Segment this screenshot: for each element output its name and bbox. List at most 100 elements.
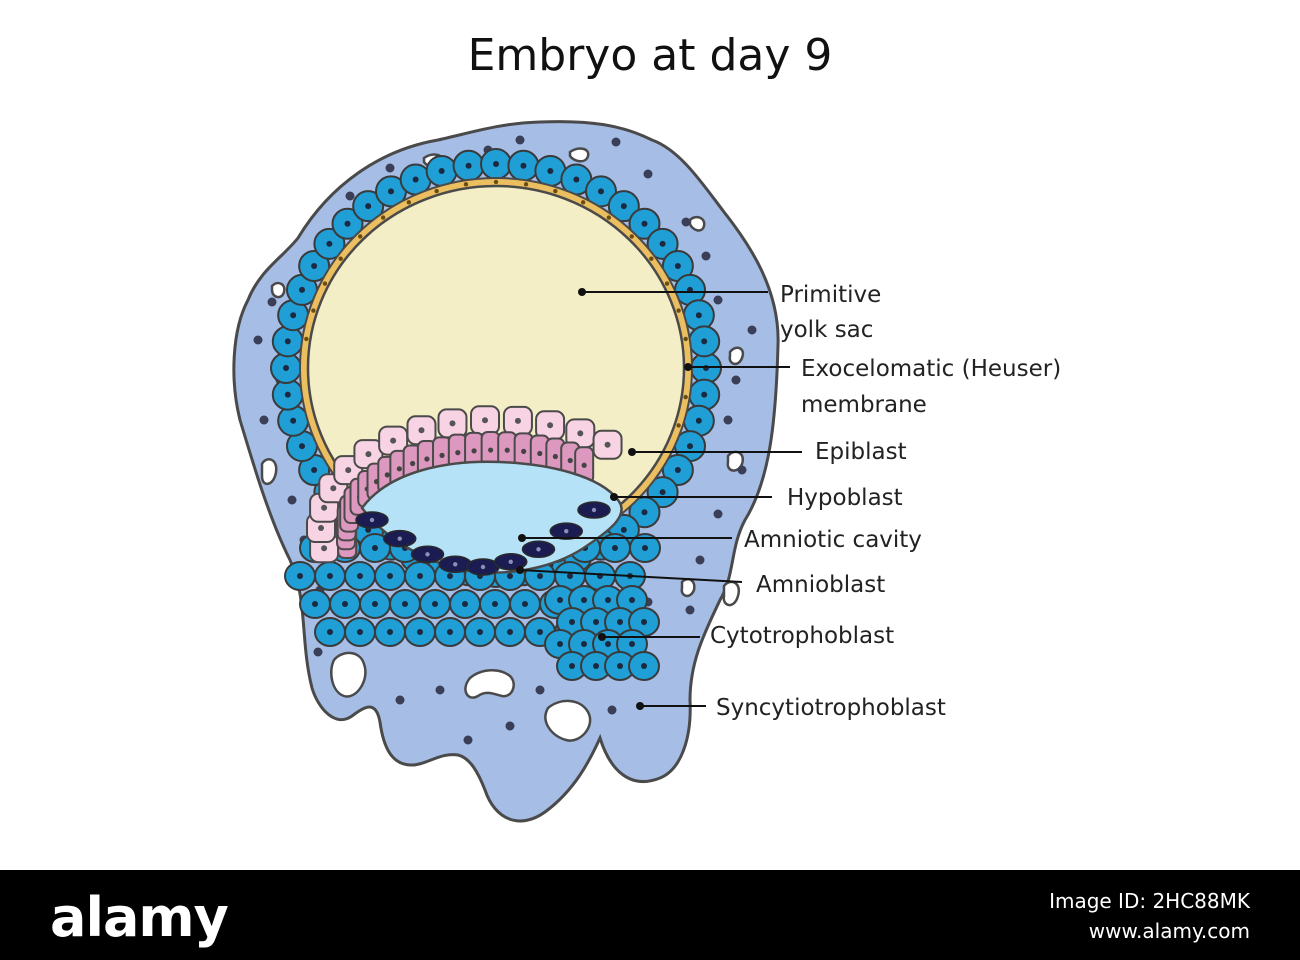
heuser-nucleus: [683, 394, 688, 400]
heuser-nucleus: [338, 256, 343, 261]
label-amnioblast: Amnioblast: [756, 572, 885, 598]
syncytio-nucleus: [701, 251, 711, 261]
cytotrophoblast-cell: [580, 651, 612, 681]
heuser-nucleus: [580, 200, 586, 205]
syncytio-nucleus: [287, 495, 297, 505]
cytotrophoblast-cell: [646, 227, 679, 260]
amnioblast-cell: [577, 501, 611, 519]
label-exocoelomic-membrane-line2: membrane: [801, 392, 927, 418]
syncytio-nucleus: [681, 217, 691, 227]
heuser-nucleus: [523, 182, 529, 187]
cytotrophoblast-cell: [494, 617, 526, 647]
leader-amnioblast: [519, 569, 743, 583]
cytotrophoblast-cell: [507, 149, 540, 182]
heuser-nucleus: [322, 281, 328, 286]
anchor-dot-amnioblast: [516, 566, 524, 574]
cytotrophoblast-cell: [452, 149, 485, 182]
syncytio-nucleus: [435, 685, 445, 695]
cytotrophoblast-cell: [449, 589, 481, 619]
epiblast-cell: [437, 408, 468, 439]
cytotrophoblast-cell: [277, 404, 310, 437]
amnioblast-cell: [494, 553, 528, 571]
heuser-nucleus: [664, 281, 670, 286]
syncytio-nucleus: [395, 695, 405, 705]
cytotrophoblast-cell: [556, 651, 588, 681]
cytotrophoblast-cell: [404, 617, 436, 647]
heuser-nucleus: [463, 182, 469, 187]
anchor-dot-epiblast: [628, 448, 636, 456]
cytotrophoblast-cell: [425, 154, 458, 187]
label-exocoelomic-membrane-line1: Exocelomatic (Heuser): [801, 356, 1061, 382]
heuser-nucleus: [380, 215, 386, 220]
label-primitive-yolk-sac-line2: yolk sac: [780, 317, 873, 343]
heuser-nucleus: [304, 336, 309, 342]
label-hypoblast: Hypoblast: [787, 485, 903, 511]
cytotrophoblast-cell: [344, 617, 376, 647]
heuser-nucleus: [629, 234, 634, 239]
heuser-nucleus: [553, 188, 558, 194]
anchor-dot-cyto: [598, 633, 606, 641]
syncytio-nucleus: [313, 647, 323, 657]
syncytio-nucleus: [611, 137, 621, 147]
cytotrophoblast-cell: [284, 561, 316, 591]
cytotrophoblast-cell: [628, 607, 660, 637]
amnioblast-cell: [438, 555, 472, 574]
cytotrophoblast-cell: [629, 533, 661, 563]
syncytio-nucleus: [267, 297, 277, 307]
amnioblast-cell: [549, 522, 583, 540]
cytotrophoblast-cell: [314, 561, 346, 591]
heuser-nucleus: [434, 188, 439, 194]
lacunae-group: [260, 147, 745, 742]
syncytio-nucleus: [607, 705, 617, 715]
syncytio-nucleus: [253, 335, 263, 345]
amnioblast-cell: [355, 511, 389, 529]
leader-lines-group: [516, 288, 802, 710]
cytotrophoblast-cell: [404, 561, 436, 591]
cytotrophoblast-cell: [270, 352, 302, 384]
cytotrophoblast-cell: [298, 250, 331, 282]
cytotrophoblast-cell: [313, 227, 346, 260]
cytotrophoblast-cell: [271, 378, 304, 411]
epiblast-cell: [592, 429, 623, 460]
syncytio-nucleus: [723, 415, 733, 425]
cytotrophoblast-cell: [389, 589, 421, 619]
anchor-dot-hypoblast: [610, 493, 618, 501]
label-epiblast: Epiblast: [815, 439, 907, 465]
syncytio-nucleus: [713, 509, 723, 519]
amnioblast-cell: [383, 529, 417, 548]
heuser-nucleus: [606, 215, 612, 220]
epiblast-cell: [378, 425, 409, 456]
syncytio-nucleus: [505, 721, 515, 731]
syncytio-nucleus: [259, 415, 269, 425]
cytotrophoblast-cell: [331, 207, 364, 240]
cytotrophoblast-cell: [480, 148, 512, 180]
cytotrophoblast-cell: [359, 533, 391, 563]
heuser-membrane-nuclei-group: [304, 179, 691, 428]
syncytio-nucleus: [695, 555, 705, 565]
heuser-nucleus: [493, 179, 499, 185]
anchor-dot-amniotic: [518, 534, 526, 542]
epiblast-cell: [406, 415, 437, 446]
epiblast-cell: [502, 405, 533, 436]
cytotrophoblast-cell: [344, 561, 376, 591]
cytotrophoblast-cell: [277, 299, 310, 332]
syncytio-nucleus: [345, 191, 355, 201]
heuser-nucleus: [683, 336, 688, 342]
syncytio-nucleus: [713, 295, 723, 305]
heuser-nucleus: [649, 256, 654, 261]
epiblast-cell: [470, 405, 501, 436]
amnioblast-layer-group: [355, 501, 611, 576]
cytotrophoblast-cell: [314, 617, 346, 647]
amnioblast-cell: [521, 540, 556, 559]
watermark-image-id: Image ID: 2HC88MK: [1049, 889, 1251, 913]
label-cytotrophoblast: Cytotrophoblast: [710, 623, 894, 649]
syncytio-nucleus: [737, 465, 747, 475]
diagram-title: Embryo at day 9: [468, 30, 833, 81]
heuser-nucleus: [676, 423, 681, 428]
syncytio-nucleus: [463, 735, 473, 745]
heuser-nucleus: [676, 308, 681, 313]
cytotrophoblast-cell: [479, 589, 511, 619]
heuser-nucleus: [358, 234, 363, 239]
anchor-dot-membrane: [684, 363, 692, 371]
